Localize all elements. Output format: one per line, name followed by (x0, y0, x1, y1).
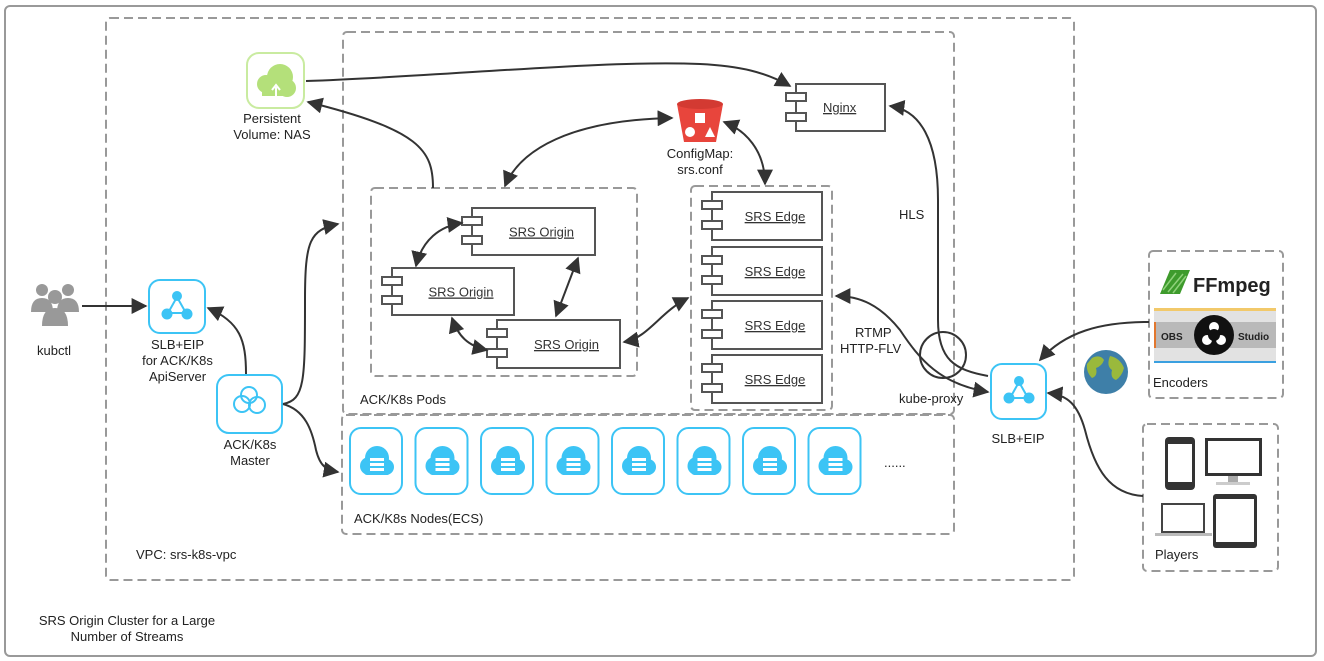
configmap-line-1: ConfigMap: (666, 146, 734, 161)
srs-origin-component[interactable]: SRS Origin (381, 267, 515, 316)
cloud-cluster-icon (216, 374, 283, 434)
hls-label: HLS (899, 207, 925, 222)
phone-icon (1165, 437, 1195, 490)
ecs-node-icon (807, 427, 862, 495)
globe-icon (1084, 350, 1128, 394)
studio-label: Studio (1238, 332, 1269, 343)
nginx-component[interactable]: Nginx (785, 83, 886, 132)
obs-label: OBS (1161, 332, 1183, 343)
srs-edge-component[interactable]: SRS Edge (701, 191, 823, 241)
nodes-label: ACK/K8s Nodes(ECS) (354, 511, 484, 526)
ecs-node-icon (611, 427, 665, 495)
srs-origin-component[interactable]: SRS Origin (486, 319, 621, 369)
origin-group-boundary (370, 187, 638, 377)
rtmp-label: RTMP (855, 325, 892, 340)
load-balancer-icon (148, 279, 206, 334)
nodes-boundary (341, 414, 955, 535)
arrow-origin1-origin3 (553, 256, 581, 318)
title-line-2: Number of Streams (70, 629, 184, 644)
api-slb-line-2: for ACK/K8s (142, 353, 213, 368)
arrow-rtmp-flv-edges (834, 288, 990, 398)
arrow-master-to-apislb (206, 306, 247, 375)
arrow-origin2-origin3 (448, 316, 489, 355)
nginx-label: Nginx (823, 100, 857, 115)
outer-frame (4, 5, 1317, 657)
public-slb-label: SLB+EIP (991, 431, 1045, 446)
ecs-node-icon (414, 427, 469, 495)
players-boundary (1142, 423, 1279, 572)
obs-studio-logo (1154, 308, 1276, 363)
kube-proxy-circle (919, 331, 967, 379)
cloud-upload-icon (246, 52, 305, 109)
ecs-node-icon (480, 427, 534, 495)
ecs-node-icon (349, 427, 403, 495)
configmap-label: ConfigMap: srs.conf (650, 146, 750, 178)
arrow-master-to-nodes (282, 403, 340, 478)
diagram-title: SRS Origin Cluster for a Large Number of… (14, 613, 240, 645)
pods-label: ACK/K8s Pods (360, 392, 446, 407)
arrow-configmap-edges (722, 119, 773, 186)
nas-line-2: Volume: NAS (233, 127, 311, 142)
srs-edge-component-label: SRS Edge (745, 209, 806, 224)
vpc-label: VPC: srs-k8s-vpc (136, 547, 237, 562)
arrow-origin3-edges (622, 297, 690, 348)
configmap-line-2: srs.conf (677, 162, 723, 177)
master-line-1: ACK/K8s (223, 437, 277, 452)
api-slb-line-1: SLB+EIP (150, 337, 205, 352)
srs-edge-component[interactable]: SRS Edge (701, 300, 823, 350)
srs-edge-component-label: SRS Edge (745, 372, 806, 387)
nas-line-1: Persistent (243, 111, 301, 126)
arrow-nas-to-nginx (305, 62, 792, 87)
srs-origin-component-label: SRS Origin (509, 225, 574, 240)
srs-origin-component-label: SRS Origin (428, 285, 493, 300)
srs-origin-component-label: SRS Origin (534, 337, 599, 352)
ecs-node-icon (742, 427, 796, 495)
arrow-origin1-origin2 (411, 217, 464, 268)
arrow-origins-to-nas (306, 97, 434, 189)
arrow-master-to-pods (282, 219, 340, 405)
edge-group-boundary (690, 185, 833, 411)
master-line-2: Master (230, 453, 270, 468)
srs-edge-component-label: SRS Edge (745, 264, 806, 279)
users-icon (31, 284, 79, 326)
srs-edge-component[interactable]: SRS Edge (701, 354, 823, 404)
arrow-players-to-slb (1046, 386, 1144, 497)
nodes-ellipsis: ...... (884, 455, 906, 470)
ecs-node-icon (545, 427, 600, 495)
tablet-icon (1213, 494, 1257, 548)
ffmpeg-label: FFmpeg (1193, 275, 1271, 297)
api-slb-label: SLB+EIP for ACK/K8s ApiServer (125, 337, 230, 385)
http-flv-label: HTTP-FLV (840, 341, 902, 356)
ffmpeg-logo (1160, 270, 1190, 294)
monitor-icon (1205, 438, 1262, 485)
kube-proxy-label: kube-proxy (899, 391, 964, 406)
arrow-encoders-to-slb (1038, 321, 1150, 362)
encoders-boundary (1148, 250, 1284, 399)
players-label: Players (1155, 547, 1199, 562)
kubectl-label: kubctl (37, 343, 71, 358)
encoders-label: Encoders (1153, 375, 1208, 390)
vpc-boundary (105, 17, 1075, 581)
title-line-1: SRS Origin Cluster for a Large (38, 613, 216, 628)
arrow-origins-configmap (503, 110, 674, 188)
srs-edge-component-label: SRS Edge (745, 318, 806, 333)
srs-edge-component[interactable]: SRS Edge (701, 246, 823, 296)
ecs-node-icon (676, 427, 731, 495)
load-balancer-icon (990, 363, 1047, 420)
master-label: ACK/K8s Master (210, 437, 290, 469)
bucket-icon (677, 99, 723, 142)
laptop-icon (1155, 503, 1212, 536)
nas-label: Persistent Volume: NAS (222, 111, 322, 143)
api-slb-line-3: ApiServer (148, 369, 207, 384)
srs-origin-component[interactable]: SRS Origin (461, 207, 596, 256)
